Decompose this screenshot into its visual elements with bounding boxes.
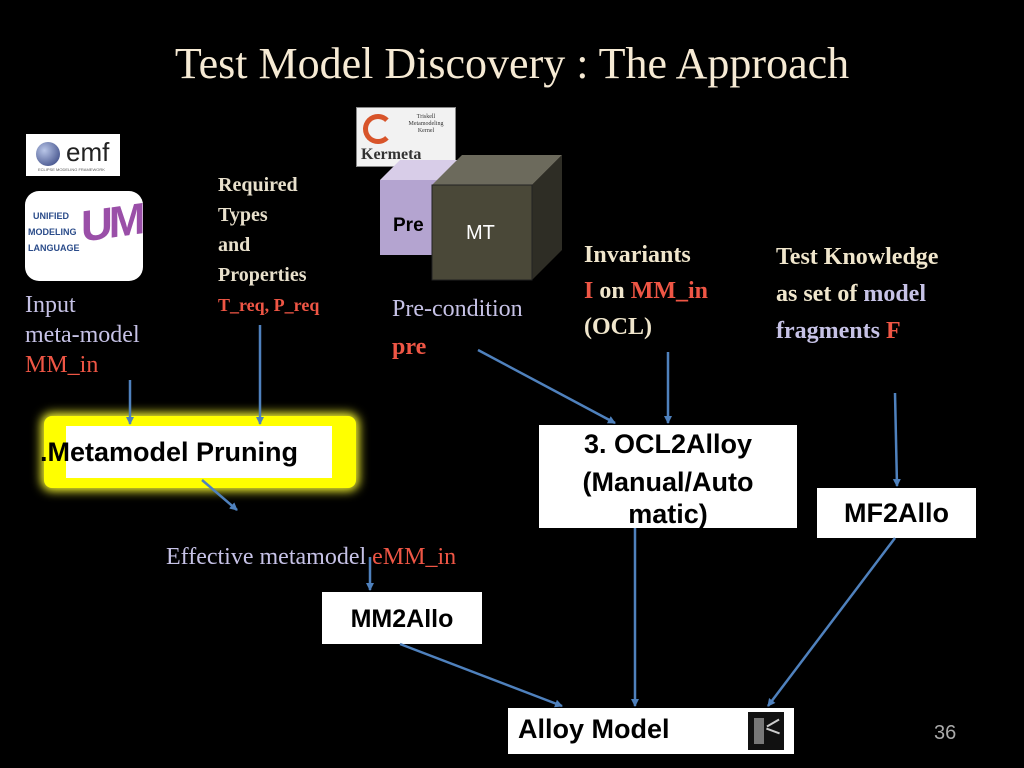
knowledge-line-3a: fragments [776,318,886,344]
mm2allo-box: MM2Allo [322,592,482,644]
ocl2alloy-line-3: matic) [628,499,708,528]
knowledge-line-3: fragments F [776,313,938,350]
invariants-line-1: Invariants [584,242,691,268]
uml-logo-line-1: UNIFIED [33,211,69,221]
emf-logo-subtext: ECLIPSE MODELING FRAMEWORK [38,167,105,172]
uml-logo-line-2: MODELING [28,227,77,237]
cube-illustration [380,155,562,281]
knowledge-line-3b: F [885,318,901,344]
kermeta-spiral-icon [363,114,393,144]
uml-logo-line-3: LANGUAGE [28,243,80,253]
kermeta-small-text: Triskell Metamodeling Kernel [408,114,444,135]
alloy-model-box: Alloy Model [508,708,794,754]
uml-logo: UNIFIED MODELING LANGUAGE UML [25,191,143,281]
alloy-model-label: Alloy Model [518,714,670,744]
arrow-knowledge-to-mf2allo [892,392,901,487]
knowledge-line-2: as set of model [776,276,938,313]
invariants-mm: MM_in [630,278,709,304]
alloy-logo-icon [748,712,784,750]
emf-globe-icon [36,142,60,166]
arrow-pruning-to-effective [201,479,238,511]
input-line-1: Input [25,292,76,318]
arrow-mf2allo-to-alloy [767,537,896,707]
invariants-on: on [593,278,631,304]
required-line-2: Types [218,204,268,226]
effective-text: Effective metamodel [166,544,373,570]
precondition-line-1: Pre-condition [392,296,523,322]
kermeta-logo: Triskell Metamodeling Kernel Kermeta [356,107,456,167]
mf2allo-box: MF2Allo [817,488,976,538]
required-line-5: T_req, P_req [218,295,320,315]
slide-title: Test Model Discovery : The Approach [174,39,850,88]
mm2allo-label: MM2Allo [350,605,454,633]
kermeta-caption: Kermeta [361,146,422,163]
knowledge-line-2b: model [863,281,926,307]
arrow-precondition-to-ocl2alloy [477,348,616,425]
input-line-2: meta-model [25,322,140,348]
required-line-3: and [218,234,251,256]
test-knowledge-label: Test Knowledge as set of model fragments… [776,239,938,350]
invariants-line-3: (OCL) [584,314,652,340]
knowledge-line-2a: as set of [776,281,864,307]
arrow-mm2allo-to-alloy [399,642,563,708]
precondition-line-2: pre [392,334,427,360]
mt-cube [431,155,562,281]
ocl2alloy-line-1: 3. OCL2Alloy [583,429,753,459]
effective-metamodel-label: Effective metamodel eMM_in [154,512,456,572]
required-line-1: Required [218,174,298,196]
invariants-line-2: I on MM_in [584,273,708,309]
metamodel-pruning-box: .Metamodel Pruning [40,426,332,478]
mt-cube-label: MT [466,222,495,244]
pre-cube-label: Pre [393,215,424,236]
input-metamodel-label: Input meta-model MM_in [25,290,140,380]
ocl2alloy-line-2: (Manual/Auto [582,467,754,497]
emf-logo: emf ECLIPSE MODELING FRAMEWORK [26,134,120,176]
ocl2alloy-box: 3. OCL2Alloy (Manual/Auto matic) [539,425,797,528]
metamodel-pruning-label: .Metamodel Pruning [40,437,299,467]
precondition-label: Pre-condition pre [392,290,523,366]
required-line-4: Properties [218,264,307,286]
invariants-i: I [584,278,594,304]
emf-logo-text: emf [66,137,110,167]
required-types-label: Required Types and Properties T_req, P_r… [218,170,319,320]
effective-red: eMM_in [372,544,457,570]
input-line-3: MM_in [25,352,99,378]
slide-number: 36 [934,722,957,744]
invariants-label: Invariants I on MM_in (OCL) [584,237,708,345]
knowledge-line-1: Test Knowledge [776,244,939,270]
mf2allo-label: MF2Allo [844,498,949,528]
